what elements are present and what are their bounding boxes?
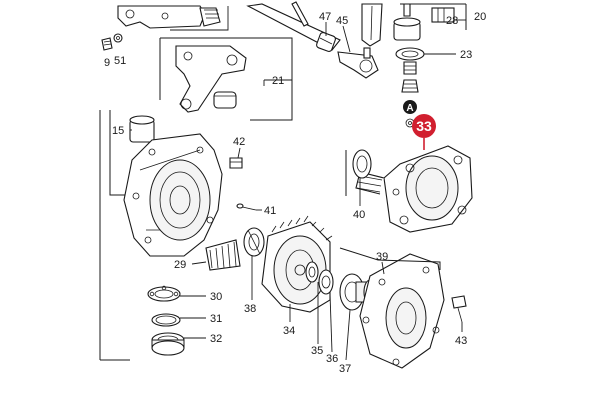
callout-28: 28 [446, 15, 458, 27]
knuckle-arm [361, 3, 383, 47]
callout-45: 45 [336, 15, 348, 27]
highlight-badge-33[interactable] [412, 114, 436, 138]
marker-a-label: A [406, 103, 413, 114]
hub-flange-33 [355, 145, 473, 233]
callout-51: 51 [114, 55, 126, 67]
highlight-callout-33[interactable]: 33 [412, 114, 436, 150]
bolt-43 [451, 295, 467, 323]
callout-41: 41 [264, 205, 276, 217]
seal-40 [352, 149, 372, 179]
steering-arm-21 [175, 45, 247, 113]
seal-23 [395, 47, 425, 75]
callout-43: 43 [455, 335, 467, 347]
bolt-9 [101, 37, 113, 51]
callout-37: 37 [339, 363, 351, 375]
axle-cover-39 [359, 253, 445, 369]
callout-21: 21 [272, 75, 284, 87]
nut-51 [113, 33, 123, 43]
frame-21 [160, 37, 293, 121]
top-left-bracket [117, 5, 229, 31]
callout-35: 35 [311, 345, 323, 357]
callout-labels: 47 45 28 20 23 9 51 21 15 42 41 40 39 29… [104, 11, 486, 375]
frame-left [109, 110, 128, 196]
pin-41 [236, 203, 257, 211]
ring-gear-34 [261, 215, 333, 313]
callout-32: 32 [210, 333, 222, 345]
callout-20: 20 [474, 11, 486, 23]
callout-40: 40 [353, 209, 365, 221]
bearing-30 [147, 285, 181, 302]
tie-rod-end-45 [337, 47, 379, 79]
callout-29: 29 [174, 259, 186, 271]
bearing-32 [151, 332, 185, 356]
bushing-15 [129, 115, 155, 143]
callout-47: 47 [319, 11, 331, 23]
callout-34: 34 [283, 325, 295, 337]
tie-rod [246, 1, 341, 52]
bushing-28 [393, 3, 455, 41]
spacer-35 [305, 261, 319, 283]
pinion-gear-29 [205, 239, 241, 271]
spacer-36 [318, 269, 334, 295]
callout-31: 31 [210, 313, 222, 325]
callout-42: 42 [233, 136, 245, 148]
callout-39: 39 [376, 251, 388, 263]
callout-36: 36 [326, 353, 338, 365]
bearing-38 [243, 227, 265, 257]
callout-30: 30 [210, 291, 222, 303]
callout-38: 38 [244, 303, 256, 315]
highlight-number-33: 33 [416, 118, 432, 134]
callout-15: 15 [112, 125, 124, 137]
ring-31 [151, 313, 181, 327]
plug-42 [229, 157, 243, 169]
bolt-stack [401, 79, 419, 93]
differential-housing [123, 133, 223, 257]
callout-9: 9 [104, 57, 110, 69]
callout-23: 23 [460, 49, 472, 61]
leader-lines [130, 19, 466, 361]
frame-39 [339, 247, 441, 270]
